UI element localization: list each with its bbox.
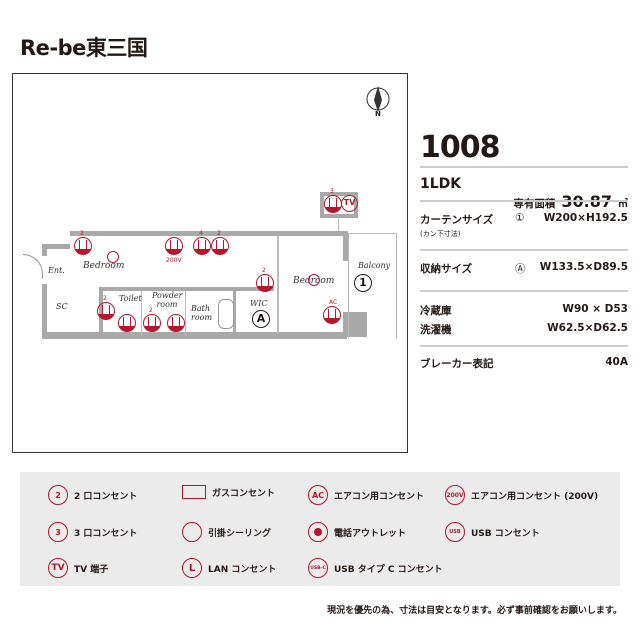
- area-value: 30.87: [561, 192, 612, 211]
- usb-outlet-icon: USB: [445, 522, 465, 542]
- entrance-door: [23, 254, 43, 279]
- outlet-2-icon: 2: [97, 295, 115, 320]
- outlet-2-icon: 2: [211, 230, 229, 255]
- ac-200v-outlet-icon: 200V: [445, 485, 465, 505]
- curtain-size: W200×H192.5: [543, 212, 628, 224]
- outlet-2-icon: 2: [48, 485, 68, 505]
- disclaimer-note: 現況を優先の為、寸法は目安となります。必ず事前確認をお願いします。: [327, 606, 622, 616]
- compass-icon: N: [365, 86, 391, 118]
- ceiling-hook-icon: [107, 251, 119, 263]
- fridge-size: W90 × D53: [562, 303, 628, 315]
- curtain-mark-1: 1: [354, 274, 372, 292]
- outlet-icon: [167, 314, 185, 332]
- breaker-value: 40A: [605, 356, 628, 368]
- outlet-3-icon: 3: [324, 188, 342, 213]
- unit-number: 1008: [420, 130, 501, 165]
- lan-outlet-icon: L: [182, 558, 202, 578]
- outlet-2-icon: 2: [256, 267, 274, 292]
- layout-type: 1LDK: [420, 176, 462, 192]
- outlet-200v-icon: 200V: [165, 237, 183, 264]
- outlet-icon: [118, 314, 136, 332]
- bathtub: [218, 299, 234, 329]
- usb-c-outlet-icon: USB-C: [308, 558, 328, 578]
- ac-outlet-icon: AC: [308, 485, 328, 505]
- tv-terminal-icon: TV: [48, 558, 68, 578]
- tv-terminal-icon: TV: [341, 195, 358, 212]
- storage-size: W133.5×D89.5: [539, 261, 628, 273]
- outlet-ac-icon: AC: [323, 299, 341, 324]
- storage-mark-a: A: [252, 310, 270, 328]
- floor-plan: N 3 TV Bedroom Bedroom Ent. SC Toilet Po…: [12, 73, 408, 453]
- gas-outlet-icon: [182, 485, 206, 499]
- ceiling-hook-icon: [182, 522, 202, 542]
- ceiling-hook-icon: [308, 274, 320, 286]
- washer-size: W62.5×D62.5: [547, 322, 628, 334]
- outlet-2-icon: 2: [74, 230, 92, 255]
- phone-outlet-icon: [308, 522, 328, 542]
- outlet-4-icon: 4: [193, 230, 211, 255]
- outlet-2-icon: 2: [143, 307, 161, 332]
- outlet-3-icon: 3: [48, 522, 68, 542]
- property-title: Re-be東三国: [20, 36, 148, 60]
